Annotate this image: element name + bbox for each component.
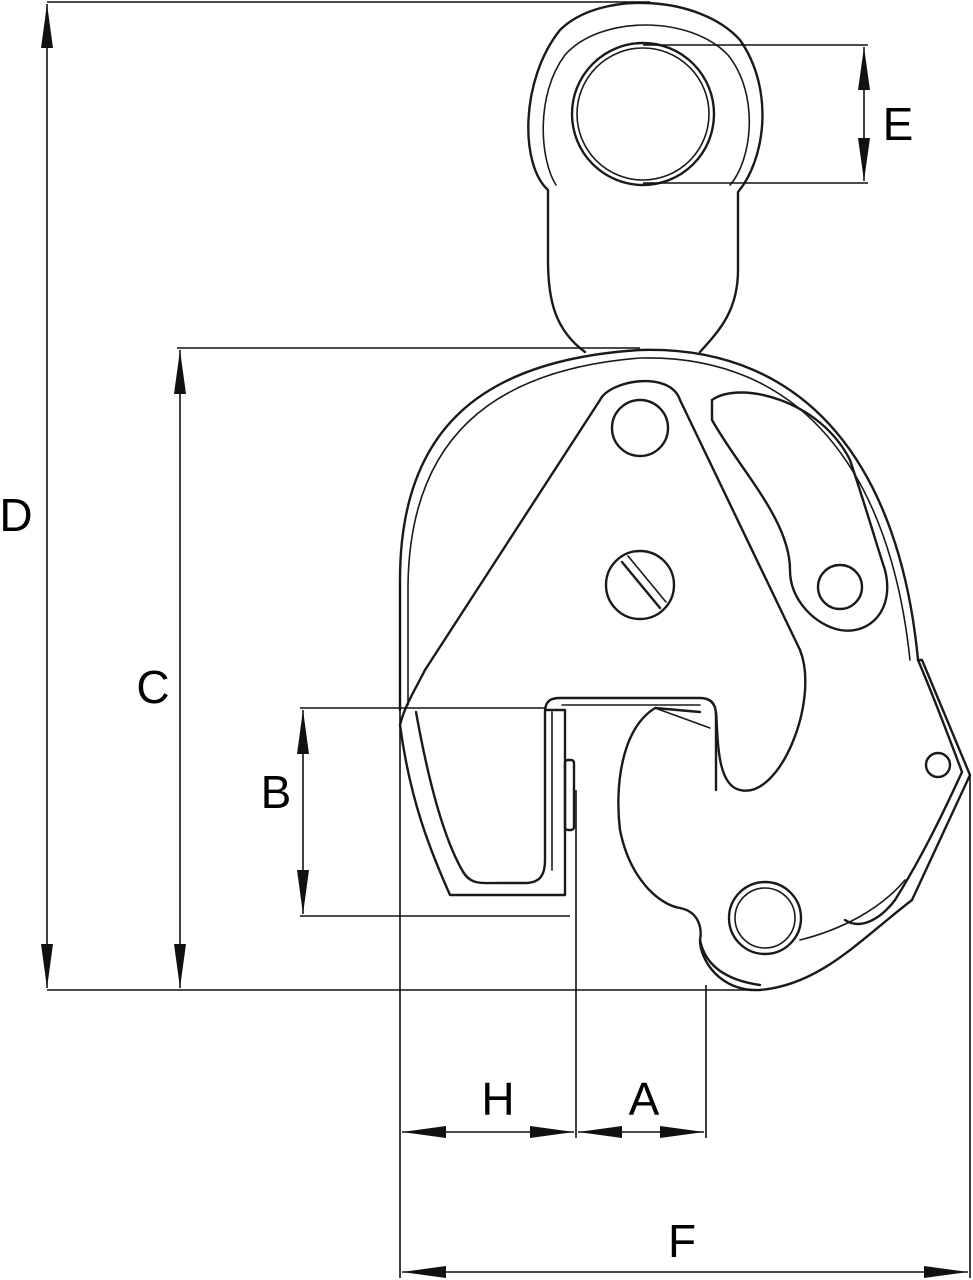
bottom-pivot-pin: [727, 880, 803, 956]
dim-a-arrow-left: [578, 1126, 622, 1138]
dim-h-arrow-left: [402, 1126, 446, 1138]
dim-e-arrow-top: [858, 47, 870, 90]
jaw-channel: [414, 696, 718, 885]
side-lever: [843, 658, 964, 926]
dim-d-arrow-top: [41, 4, 53, 48]
dim-d-arrow-bottom: [41, 944, 53, 988]
center-screw: [604, 549, 676, 621]
dim-b-arrow-bottom: [297, 870, 309, 914]
side-pivot: [924, 751, 952, 779]
dimension-labels: D C B E H A F: [0, 98, 913, 1267]
label-f: F: [668, 1215, 696, 1267]
dim-c-arrow-bottom: [174, 944, 186, 988]
dim-f-arrow-left: [402, 1266, 446, 1278]
dim-b-arrow-top: [297, 710, 309, 754]
housing-outline: [398, 348, 972, 992]
lifting-eye-inner: [542, 24, 751, 186]
dim-a-arrow-right: [660, 1126, 704, 1138]
left-jaw: [398, 668, 567, 897]
jaw-pad: [563, 758, 576, 832]
clamp-body: [398, 1, 972, 992]
dim-h-arrow-right: [530, 1126, 574, 1138]
housing-outline-inner: [407, 357, 911, 706]
guide-slot: [710, 391, 889, 632]
label-c: C: [136, 661, 169, 713]
label-h: H: [481, 1073, 514, 1125]
dimension-lines: [41, 1, 971, 1278]
label-a: A: [629, 1073, 660, 1125]
dim-c-arrow-top: [174, 350, 186, 394]
eye-hole-inner: [576, 47, 710, 181]
top-pivot-pin: [610, 398, 670, 458]
label-b: B: [261, 766, 292, 818]
lifting-eye: [527, 1, 764, 354]
dim-f-arrow-right: [924, 1266, 968, 1278]
eye-hole: [570, 41, 716, 187]
cam-plate: [423, 379, 807, 792]
gripping-cam: [617, 706, 762, 987]
label-d: D: [0, 489, 33, 541]
label-e: E: [883, 98, 914, 150]
center-screw-slot: [620, 560, 662, 610]
slot-pin: [816, 563, 864, 611]
dim-e-arrow-bottom: [858, 138, 870, 181]
